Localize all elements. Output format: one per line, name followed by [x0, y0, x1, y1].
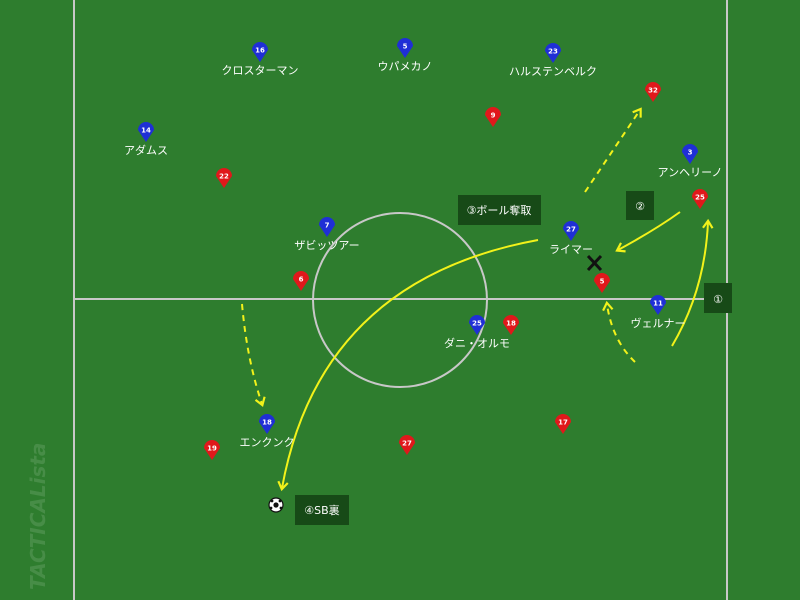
blue-player-number: 14	[141, 127, 151, 135]
red-player-marker	[216, 168, 232, 188]
blue-player: 25 ダニ・オルモ	[444, 315, 510, 350]
arrow-step1	[671, 218, 714, 347]
blue-player-marker	[545, 43, 561, 63]
arrow-long-pass	[277, 239, 539, 492]
label-step4: ④SB裏	[295, 495, 349, 525]
blue-player-name: ハルステンベルク	[509, 65, 597, 78]
watermark: TACTICALista	[26, 443, 50, 590]
blue-player-number: 7	[325, 222, 330, 230]
soccer-ball-icon	[268, 497, 284, 513]
red-player-marker	[399, 435, 415, 455]
label-step4-text: ④SB裏	[304, 503, 339, 517]
movement-arrows	[241, 107, 714, 492]
blue-player-marker	[563, 221, 579, 241]
blue-player-number: 11	[653, 300, 663, 308]
arrow-red5-press	[602, 300, 636, 363]
red-player-marker	[503, 315, 519, 335]
red-player-number: 32	[648, 87, 658, 95]
arrow-run-up	[584, 107, 642, 193]
blue-player-name: ライマー	[549, 243, 593, 256]
blue-player: 23 ハルステンベルク	[509, 43, 597, 78]
blue-player-number: 27	[566, 226, 576, 234]
red-player-marker	[692, 189, 708, 209]
center-circle	[312, 212, 488, 388]
blue-player-name: アダムス	[124, 143, 168, 157]
red-player: 19	[204, 440, 220, 460]
blue-player-marker	[252, 42, 268, 62]
blue-player: 14 アダムス	[124, 122, 168, 157]
blue-player-marker	[138, 122, 154, 142]
blue-player-name: ウパメカノ	[378, 60, 433, 73]
blue-player-name: ヴェルナー	[631, 316, 686, 330]
red-player-number: 17	[558, 419, 568, 427]
blue-player-marker	[319, 217, 335, 237]
label-step3: ③ボール奪取	[458, 195, 541, 225]
blue-player-name: アンヘリーノ	[658, 166, 723, 179]
blue-player-name: ダニ・オルモ	[444, 336, 510, 350]
blue-player-number: 25	[472, 320, 482, 328]
blue-player: 5 ウパメカノ	[378, 38, 433, 73]
red-player: 17	[555, 414, 571, 434]
red-player: 5	[594, 273, 610, 293]
label-step3-text: ③ボール奪取	[467, 203, 532, 217]
blue-team: 16 クロスターマン 5 ウパメカノ 23 ハルステンベルク 14 アダムス 3 アンヘリーノ 7 ザ…	[124, 38, 722, 449]
red-player: 25	[692, 189, 708, 209]
blue-player: 27 ライマー	[549, 221, 593, 256]
blue-player: 3 アンヘリーノ	[658, 144, 723, 179]
red-player-marker	[555, 414, 571, 434]
red-player-number: 18	[506, 320, 516, 328]
blue-player-name: ザビッツアー	[294, 239, 359, 252]
red-player-marker	[645, 82, 661, 102]
blue-player: 18 エンクンク	[240, 414, 295, 449]
red-player-number: 6	[299, 276, 304, 284]
label-step2: ②	[626, 191, 654, 220]
blue-player-marker	[397, 38, 413, 58]
x-mark-icon	[586, 254, 603, 272]
label-step1-text: ①	[713, 293, 723, 306]
red-player-number: 19	[207, 445, 217, 453]
blue-player-marker	[650, 295, 666, 315]
red-player: 9	[485, 107, 501, 127]
blue-player-marker	[682, 144, 698, 164]
red-player-number: 9	[491, 112, 496, 120]
label-step1: ①	[704, 283, 732, 313]
red-team: 32 9 22 25 6 5 18 17 19 27	[204, 82, 708, 460]
red-player-number: 27	[402, 440, 412, 448]
blue-player-number: 3	[688, 149, 693, 157]
red-player: 32	[645, 82, 661, 102]
blue-player-name: クロスターマン	[222, 64, 299, 77]
red-player: 6	[293, 271, 309, 291]
red-player-number: 22	[219, 173, 229, 181]
red-player: 27	[399, 435, 415, 455]
red-player-marker	[485, 107, 501, 127]
blue-player-number: 16	[255, 47, 265, 55]
blue-player-number: 18	[262, 419, 272, 427]
blue-player: 7 ザビッツアー	[294, 217, 360, 252]
arrow-run-down	[241, 303, 266, 407]
blue-player-marker	[469, 315, 485, 335]
red-player-number: 25	[695, 194, 705, 202]
red-player: 22	[216, 168, 232, 188]
blue-player: 11 ヴェルナー	[631, 295, 686, 330]
red-player-marker	[594, 273, 610, 293]
red-player-marker	[204, 440, 220, 460]
blue-player-number: 23	[548, 48, 558, 56]
pitch-lines	[73, 0, 728, 600]
label-step2-text: ②	[635, 200, 645, 213]
blue-player: 16 クロスターマン	[222, 42, 299, 77]
red-player-number: 5	[600, 278, 605, 286]
red-player-marker	[293, 271, 309, 291]
blue-player-marker	[259, 414, 275, 434]
arrow-step2	[615, 211, 681, 253]
red-player: 18	[503, 315, 519, 335]
blue-player-number: 5	[403, 43, 408, 51]
blue-player-name: エンクンク	[240, 436, 295, 449]
